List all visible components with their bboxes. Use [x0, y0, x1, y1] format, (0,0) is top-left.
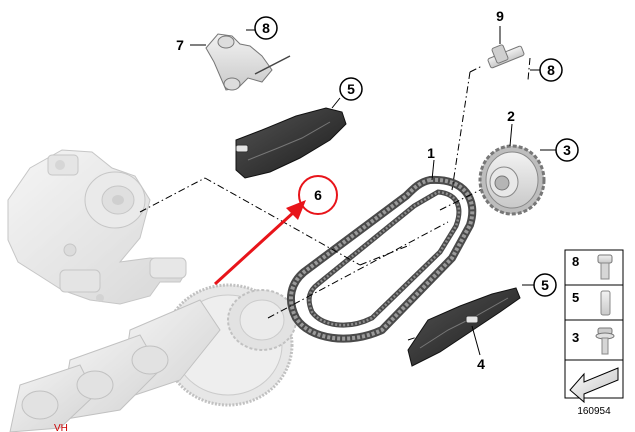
callout-6: 6	[314, 187, 322, 203]
callout-1: 1	[427, 145, 435, 161]
callout-circle-5a	[339, 77, 363, 101]
callout-circle-8a	[254, 16, 278, 40]
crankshaft	[9, 283, 297, 432]
callouts: 1 2 3 4 5 5 6 7 8 8 9	[176, 8, 579, 372]
timing-chain	[286, 175, 477, 343]
legend-label-3: 3	[572, 330, 579, 345]
callout-circle-8b	[539, 58, 563, 82]
callout-4: 4	[477, 356, 485, 372]
highlight-circle	[298, 175, 338, 215]
legend-label-8: 8	[572, 254, 579, 269]
callout-5a: 5	[347, 81, 355, 97]
direction-arrow-icon	[569, 367, 619, 404]
callout-circle-5b	[533, 273, 557, 297]
highlight-arrow	[213, 200, 306, 286]
guide-rail	[407, 287, 521, 367]
legend-bolt-icon	[597, 254, 613, 280]
high-pressure-pump	[7, 149, 187, 305]
chain-tensioner	[205, 33, 291, 91]
callout-circle-3	[555, 138, 579, 162]
callout-2: 2	[507, 108, 515, 124]
legend-label-5: 5	[572, 290, 579, 305]
callout-8a: 8	[262, 20, 270, 36]
callout-7: 7	[176, 37, 184, 53]
document-number: 160954	[577, 406, 611, 417]
callout-leaders	[190, 26, 556, 356]
camshaft-sprocket	[478, 144, 546, 216]
callout-9: 9	[496, 8, 504, 24]
legend-pin-icon	[600, 290, 611, 316]
callout-3: 3	[563, 142, 571, 158]
legend-box: 8 5 3 160954	[564, 249, 624, 417]
tensioning-rail	[235, 107, 347, 179]
bolt-part-9	[487, 44, 525, 69]
callout-8b: 8	[547, 62, 555, 78]
callout-5b: 5	[541, 277, 549, 293]
legend-screw-icon	[595, 327, 615, 355]
corner-fragment-text: VH	[54, 423, 68, 432]
